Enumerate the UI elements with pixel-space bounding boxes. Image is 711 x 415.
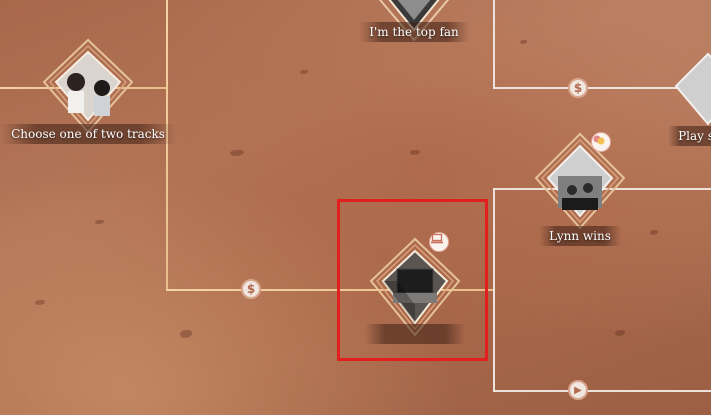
background-speck	[300, 70, 308, 74]
node-label: Play s	[668, 126, 711, 146]
background-speck	[180, 330, 192, 338]
story-node-play-partial[interactable]: Play s	[660, 40, 711, 150]
path-line	[493, 188, 495, 392]
background-speck	[615, 330, 625, 336]
coin-lock-icon[interactable]: $	[241, 279, 261, 299]
background-speck	[650, 230, 658, 235]
coin-lock-icon[interactable]: $	[568, 78, 588, 98]
path-line	[493, 0, 495, 89]
node-label: Lynn wins	[539, 226, 621, 246]
node-label: I'm the top fan	[359, 22, 469, 42]
story-node-top-fan[interactable]: I'm the top fan	[366, 0, 462, 50]
background-speck	[95, 220, 104, 224]
background-speck	[230, 150, 244, 156]
selection-highlight	[337, 199, 488, 361]
background-speck	[410, 150, 420, 155]
background-speck	[520, 40, 527, 44]
story-node-choose-track[interactable]: Choose one of two tracks	[40, 38, 136, 148]
play-icon[interactable]: ▶	[568, 380, 588, 400]
character-badge-icon	[591, 132, 611, 152]
path-line	[166, 0, 168, 291]
path-line	[493, 390, 711, 392]
node-label: Choose one of two tracks	[1, 124, 175, 144]
background-speck	[35, 300, 45, 305]
story-node-lynn-wins[interactable]: Lynn wins	[532, 132, 628, 242]
